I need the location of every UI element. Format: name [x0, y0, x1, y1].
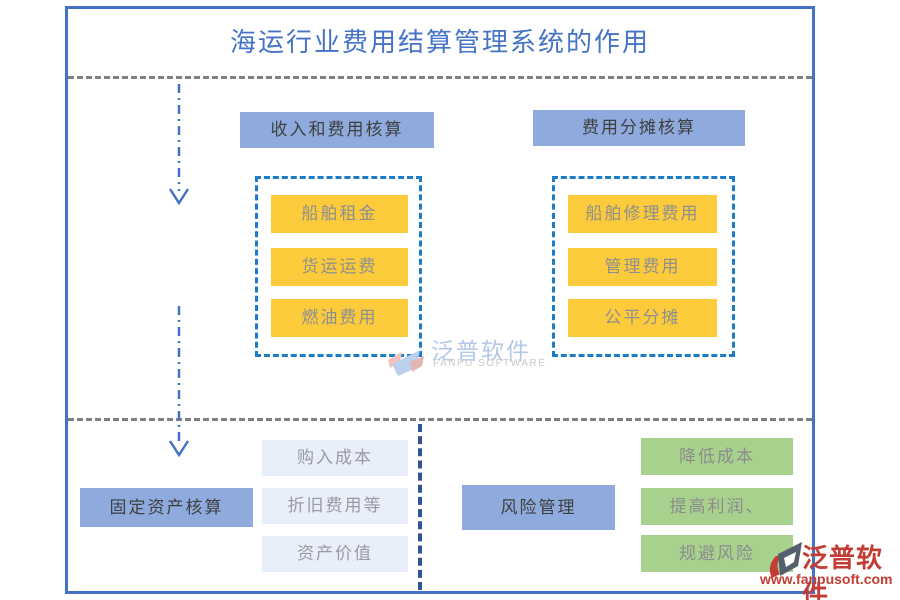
- arrow-down-icon: [168, 306, 190, 458]
- income-item-fuel: 燃油费用: [271, 299, 408, 337]
- middle-divider-dashed-line: [68, 418, 812, 421]
- bottom-vertical-dashed-line: [418, 424, 422, 590]
- top-divider-dashed-line: [68, 76, 812, 79]
- allocation-item-fair-share: 公平分摊: [568, 299, 717, 337]
- page-title: 海运行业费用结算管理系统的作用: [229, 28, 650, 57]
- fixed-asset-item-depreciation: 折旧费用等: [262, 488, 408, 524]
- corner-watermark-url: www.fanpusoft.com: [760, 571, 893, 587]
- header-income-expense: 收入和费用核算: [240, 112, 434, 148]
- fixed-asset-item-asset-value: 资产价值: [262, 536, 408, 572]
- corner-watermark-brand: 泛普软件: [802, 544, 884, 600]
- center-watermark-subtitle: FANPU SOFTWARE: [433, 358, 547, 369]
- fanpu-logo-icon: [388, 350, 424, 376]
- allocation-item-repair: 船舶修理费用: [568, 195, 717, 233]
- center-watermark-brand: 泛普软件: [431, 339, 531, 364]
- arrow-down-icon: [168, 84, 190, 206]
- risk-item-increase-profit: 提高利润、: [641, 488, 793, 525]
- income-item-freight: 货运运费: [271, 248, 408, 286]
- risk-item-reduce-cost: 降低成本: [641, 438, 793, 475]
- allocation-item-management: 管理费用: [568, 248, 717, 286]
- allocation-items-group: [552, 176, 735, 357]
- diagram-frame-border: [65, 6, 815, 594]
- header-risk-management: 风险管理: [462, 485, 615, 530]
- header-cost-allocation: 费用分摊核算: [533, 110, 745, 146]
- fixed-asset-item-purchase-cost: 购入成本: [262, 440, 408, 476]
- risk-item-avoid-risk: 规避风险: [641, 535, 793, 572]
- income-items-group: [255, 176, 422, 357]
- fanpu-logo-icon: [769, 542, 802, 578]
- income-item-ship-rent: 船舶租金: [271, 195, 408, 233]
- header-fixed-asset: 固定资产核算: [80, 488, 253, 527]
